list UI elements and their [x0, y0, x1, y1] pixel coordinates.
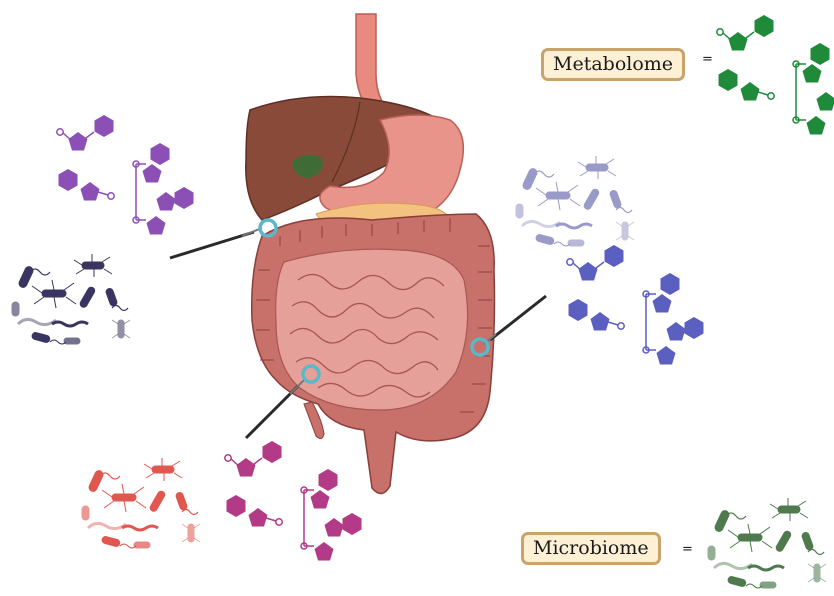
metabolites-right	[567, 245, 704, 365]
microbiome-equals-sign: =	[682, 542, 693, 557]
metabolome-label: Metabolome	[541, 48, 685, 81]
metabolome-equals-sign: =	[702, 52, 713, 67]
bacteria-right	[516, 156, 634, 246]
small-intestine	[276, 249, 468, 410]
bacteria-upper-left	[12, 254, 130, 344]
bacteria-lower	[82, 458, 200, 548]
metabolites-lower	[225, 441, 362, 561]
microbiome-key-bacteria	[708, 498, 826, 588]
metabolome-key-molecules	[717, 15, 834, 135]
microbiome-label: Microbiome	[521, 532, 661, 565]
gut-anatomy	[246, 14, 495, 494]
metabolites-upper-left	[57, 115, 194, 235]
